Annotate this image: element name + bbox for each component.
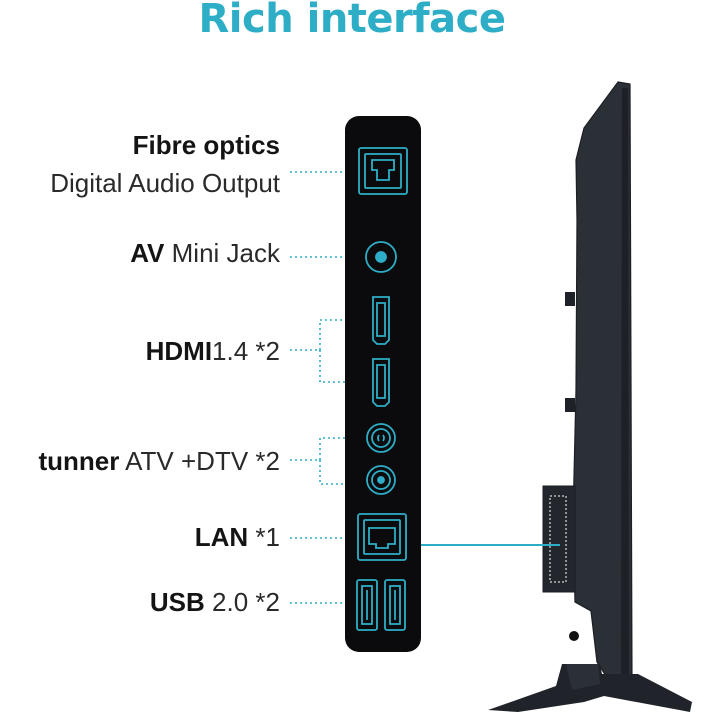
usb-port-icon-1: [356, 579, 378, 631]
tuner-port-icon-1: [366, 423, 396, 453]
lan-name: LAN: [194, 522, 249, 552]
lan-port-icon: [357, 513, 407, 561]
optical-port-icon: [358, 147, 408, 195]
lan-desc: *1: [255, 522, 280, 552]
usb-port-icon-2: [384, 579, 406, 631]
tuner-label: tunner ATV +DTV *2: [38, 446, 280, 477]
hdmi-label: HDMI1.4 *2: [146, 336, 280, 367]
tv-stand-neck: [566, 664, 600, 690]
hdmi-port-icon-2: [372, 358, 390, 407]
page-title: Rich interface: [198, 0, 506, 42]
fibre-optics-name: Fibre optics: [132, 130, 280, 160]
tv-button-2: [565, 398, 575, 412]
tv-stand: [488, 664, 692, 712]
av-jack-icon: [365, 241, 397, 273]
tv-port-recess: [542, 485, 576, 593]
usb-name: USB: [149, 587, 205, 617]
hdmi-connector: [290, 319, 352, 383]
hdmi-port-icon-1: [372, 296, 390, 345]
tuner-name: tunner: [38, 446, 120, 476]
tuner-port-icon-2: [366, 465, 396, 495]
lan-label: LAN *1: [195, 522, 280, 553]
connector-lines: [290, 171, 352, 604]
hdmi-desc: 1.4 *2: [212, 336, 280, 366]
av-desc: Mini Jack: [171, 238, 280, 268]
tuner-desc: ATV +DTV *2: [125, 446, 280, 476]
av-name: AV: [130, 238, 165, 268]
fibre-optics-label: Fibre optics: [133, 130, 280, 161]
tv-side-view: [488, 81, 692, 712]
tv-screw-hole: [569, 631, 579, 641]
port-panel: [345, 116, 421, 652]
av-label: AV Mini Jack: [130, 238, 280, 269]
tv-port-dotted-outline: [549, 495, 567, 583]
tv-button-1: [565, 292, 575, 306]
fibre-optics-desc: Digital Audio Output: [50, 168, 280, 198]
usb-desc: 2.0 *2: [212, 587, 280, 617]
usb-label: USB 2.0 *2: [150, 587, 280, 618]
tuner-connector: [290, 437, 352, 485]
hdmi-name: HDMI: [145, 336, 213, 366]
tv-bezel: [621, 88, 629, 680]
